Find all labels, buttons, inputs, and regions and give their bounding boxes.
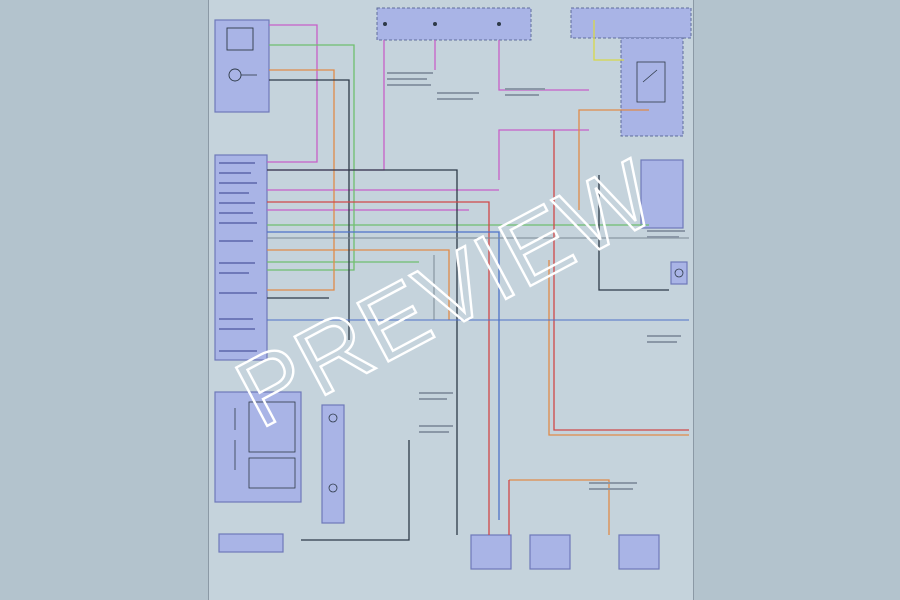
wiring-diagram — [214, 7, 692, 570]
data-link-connector — [218, 533, 284, 553]
engine-coolant-sensor — [214, 19, 270, 113]
powertrain-control-module — [214, 154, 268, 361]
bottom-sensor-3 — [618, 534, 660, 570]
cruise-control-switch — [214, 391, 302, 503]
bottom-sensor-1 — [470, 534, 512, 570]
right-module — [640, 159, 684, 229]
bottom-sensor-2 — [529, 534, 571, 570]
wire-label-markings — [387, 72, 685, 490]
fuse-block-right — [570, 7, 692, 39]
wiring-diagram-sheet — [208, 0, 694, 600]
fuse-block-top — [376, 7, 532, 41]
starter-relay — [620, 37, 684, 137]
clockspring — [321, 404, 345, 524]
ground-sensor-right — [670, 261, 688, 285]
wires — [267, 20, 689, 541]
